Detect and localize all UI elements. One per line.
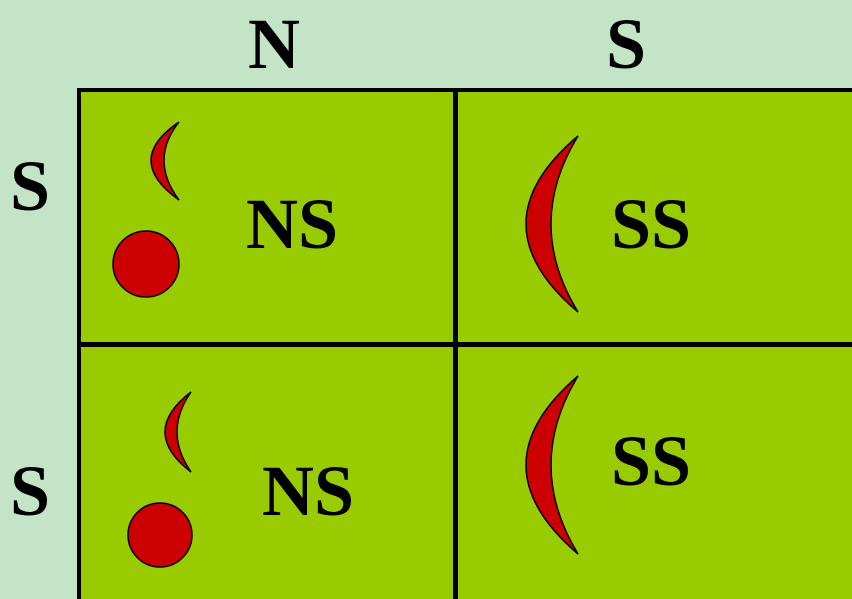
large-sickle-cell-icon [525, 375, 579, 555]
column-header-n: N [248, 4, 300, 84]
row-header-top-s: S [10, 146, 51, 226]
cell-label-ns-bottom: NS [262, 451, 355, 531]
small-sickle-cell-icon [164, 391, 192, 473]
large-sickle-cell-icon [525, 135, 579, 313]
cell-label-ss-top: SS [611, 184, 692, 264]
cell-label-ss-bottom: SS [611, 421, 692, 501]
round-red-blood-cell-icon [127, 502, 193, 568]
round-red-blood-cell-icon [112, 230, 180, 298]
small-sickle-cell-icon [150, 121, 180, 201]
cell-label-ns-top: NS [246, 184, 339, 264]
row-header-bottom-s: S [10, 451, 51, 531]
grid-horizontal-divider [77, 342, 852, 347]
column-header-s: S [606, 4, 647, 84]
